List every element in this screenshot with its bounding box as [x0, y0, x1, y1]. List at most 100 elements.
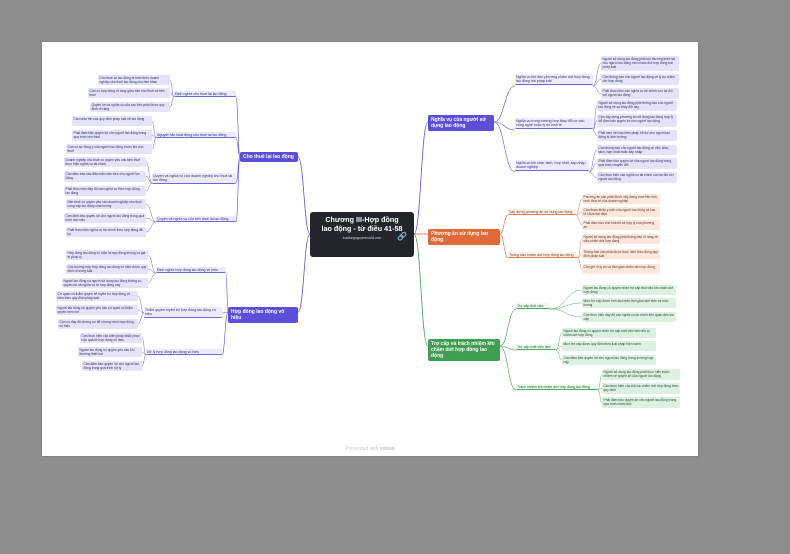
leaf-topic[interactable]: Các trường hợp hợp đồng lao động vô hiệu…: [66, 264, 148, 274]
branch-nghia-vu[interactable]: Nghĩa vụ của người sử dụng lao động: [428, 115, 494, 131]
connector-nghia_vu-sub-2: [493, 121, 516, 173]
leaf-topic[interactable]: Cần có đầy đủ chứng cứ để chứng minh hợp…: [58, 319, 138, 329]
leaf-topic[interactable]: Phải đảm bảo quyền lợi cho người lao độn…: [72, 130, 152, 141]
mindmap-canvas: Chương III-Hợp đồng lao động - từ điều 4…: [42, 42, 698, 456]
leaf-topic[interactable]: Doanh nghiệp cho thuê có quyền yêu cầu b…: [64, 157, 146, 167]
leaf-topic[interactable]: Người sử dụng lao động phải thực hiện tr…: [602, 369, 680, 380]
connector-cho_thue-2-leaf-0: [145, 161, 153, 184]
leaf-topic[interactable]: Phải đảm bảo quyền lợi cho người lao độn…: [602, 397, 680, 408]
leaf-topic[interactable]: Phải thực hiện nghĩa vụ tài chính theo h…: [66, 227, 146, 237]
connector-nghia_vu-1-leaf-2: [592, 129, 598, 136]
connector-nghia_vu-0-leaf-1: [592, 79, 602, 87]
leaf-topic[interactable]: Cần đảm bảo quyền lợi cho người lao động…: [64, 213, 146, 223]
subtopic[interactable]: Định nghĩa hợp đồng lao động vô hiệu: [156, 267, 226, 274]
connector-tro_cap-2-leaf-1: [597, 388, 603, 391]
subtopic[interactable]: Trách nhiệm khi chấm dứt hợp đồng lao độ…: [516, 384, 598, 391]
leaf-topic[interactable]: Phải xem xét các biện pháp hỗ trợ cho ng…: [597, 130, 677, 141]
leaf-topic[interactable]: Cần có hợp đồng rõ ràng giữa bên cho thu…: [88, 88, 170, 98]
connector-cho_thue-sub-3: [235, 156, 241, 223]
subtopic[interactable]: Nghĩa vụ khi đơn phương chấm dứt hợp đồn…: [515, 74, 593, 85]
subtopic[interactable]: Nghĩa vụ khi chia, tách, hợp nhất, sáp n…: [515, 160, 589, 171]
connector-cho_thue-sub-0: [235, 96, 241, 158]
leaf-topic[interactable]: Cần đảm bảo quyền lợi cho người lao động…: [562, 355, 656, 365]
leaf-topic[interactable]: Người sử dụng lao động phải bồi thường t…: [601, 56, 679, 71]
connector-cho_thue-1-leaf-0: [151, 120, 157, 139]
leaf-topic[interactable]: Cần thực hiện đầy đủ các nghĩa vụ tài ch…: [582, 312, 676, 322]
subtopic[interactable]: Quyền và nghĩa vụ của doanh nghiệp cho t…: [152, 173, 236, 184]
connector-hop_dong-1-leaf-2: [137, 312, 145, 325]
connector-hop_dong-0-leaf-1: [147, 268, 157, 274]
leaf-topic[interactable]: Phải thực hiện đầy đủ các nghĩa vụ theo …: [64, 186, 146, 196]
root-topic[interactable]: Chương III-Hợp đồng lao động - từ điều 4…: [310, 212, 414, 257]
leaf-topic[interactable]: Người sử dụng lao động phải thông báo rõ…: [582, 234, 660, 244]
leaf-topic[interactable]: Cần tham khảo ý kiến của người lao động …: [582, 207, 660, 217]
subtopic[interactable]: Xây dựng phương án sử dụng lao động: [508, 209, 576, 216]
branch-hop-dong[interactable]: Hợp đồng lao động vô hiệu: [228, 307, 298, 323]
connector-tro_cap-0-leaf-2: [549, 308, 583, 318]
leaf-topic[interactable]: Cho thuê lại lao động là hình thức doanh…: [98, 75, 170, 85]
subtopic[interactable]: Nguyên tắc hoạt động cho thuê lại lao độ…: [156, 132, 236, 139]
leaf-topic[interactable]: Cần thông báo cho người lao động về việc…: [597, 145, 677, 155]
branch-tro-cap[interactable]: Trợ cấp và trách nhiệm khi chấm dứt hợp …: [428, 339, 500, 361]
leaf-topic[interactable]: Phải thực hiện các nghĩa vụ tài chính cò…: [601, 88, 679, 99]
connector-cho_thue-0-leaf-0: [169, 79, 175, 98]
connector-nghia_vu-sub-1: [493, 121, 516, 131]
connector-hop_dong-1-leaf-0: [137, 295, 145, 314]
leaf-topic[interactable]: Cần có sự đồng ý của người lao động trướ…: [66, 144, 152, 154]
subtopic[interactable]: Thông báo chấm dứt hợp đồng lao động: [508, 252, 578, 259]
connector-tro_cap-2-leaf-2: [597, 389, 603, 403]
leaf-topic[interactable]: Cần thực hiện các biện pháp khắc phục hậ…: [80, 333, 142, 343]
leaf-topic[interactable]: Người lao động có quyền yêu cầu cơ quan …: [56, 305, 138, 315]
leaf-topic[interactable]: Phải đảm bảo quyền lợi của người lao độn…: [597, 158, 677, 169]
leaf-topic[interactable]: Phải đảm bảo tính khả thi và hợp lý của …: [582, 220, 660, 230]
leaf-topic[interactable]: Người lao động có quyền yêu cầu bồi thườ…: [78, 347, 142, 357]
subtopic[interactable]: Trợ cấp mất việc làm: [516, 344, 556, 351]
leaf-topic[interactable]: Cần xây dựng phương án sử dụng lao động …: [597, 114, 677, 127]
leaf-topic[interactable]: Cần thực hiện các thủ tục chấm dứt hợp đ…: [602, 383, 680, 394]
leaf-topic[interactable]: Cần đảm bảo các điều kiện làm việc cho n…: [64, 171, 146, 182]
leaf-topic[interactable]: Quyền lợi và nghĩa vụ của các bên phải đ…: [90, 102, 170, 112]
subtopic[interactable]: Xử lý hợp đồng lao động vô hiệu: [146, 349, 222, 356]
connector-cho_thue-1-leaf-2: [151, 137, 157, 150]
subtopic[interactable]: Nghĩa vụ trong trường hợp thay đổi cơ cấ…: [515, 118, 593, 129]
leaf-topic[interactable]: Người lao động và người sử dụng lao động…: [62, 278, 148, 288]
branch-cho-thue[interactable]: Cho thuê lại lao động: [240, 152, 298, 162]
leaf-topic[interactable]: Mức trợ cấp được tính dựa trên thời gian…: [582, 298, 676, 308]
connector-root-tro_cap: [413, 233, 429, 347]
leaf-topic[interactable]: Thông báo cần phải được thực hiện theo đ…: [582, 249, 660, 259]
footer-brand: xmind: [379, 446, 395, 452]
leaf-topic[interactable]: Cơ quan có thẩm quyền sẽ tuyên bố hợp đồ…: [56, 291, 138, 301]
subtopic[interactable]: Trợ cấp thôi việc: [516, 303, 550, 310]
leaf-topic[interactable]: Mức trợ cấp được quy định theo luật pháp…: [562, 341, 656, 351]
subtopic[interactable]: Thẩm quyền tuyên bố hợp đồng lao động vô…: [144, 307, 222, 318]
leaf-topic[interactable]: Cần tuân thủ các quy định pháp luật về l…: [72, 116, 152, 126]
root-title: Chương III-Hợp đồng lao động - từ điều 4…: [321, 215, 403, 233]
connector-tro_cap-sub-0: [499, 308, 517, 347]
leaf-topic[interactable]: Phương án cần phải được xây dựng dựa trê…: [582, 194, 660, 204]
connector-phuong_an-0-leaf-2: [575, 214, 583, 226]
branch-phuong-an[interactable]: Phương án sử dụng lao động: [428, 229, 500, 245]
connector-cho_thue-3-leaf-0: [145, 203, 157, 223]
leaf-topic[interactable]: Cần thông báo cho người lao động về lý d…: [601, 74, 679, 85]
leaf-topic[interactable]: Người lao động có quyền nhận trợ cấp thô…: [582, 285, 676, 295]
connector-nghia_vu-1-leaf-0: [592, 105, 598, 131]
leaf-topic[interactable]: Bên thuê có quyền yêu cầu doanh nghiệp c…: [66, 199, 146, 209]
leaf-topic[interactable]: Cần thực hiện các nghĩa vụ tài chính còn…: [597, 172, 677, 183]
subtopic[interactable]: Quyền và nghĩa vụ của bên thuê lại lao đ…: [156, 216, 236, 223]
connector-lines: [137, 63, 603, 403]
connector-cho_thue-3-leaf-1: [145, 217, 157, 223]
leaf-topic[interactable]: Cần ghi rõ lý do và thời gian chấm dứt h…: [582, 264, 660, 274]
connector-hop_dong-2-leaf-1: [141, 351, 147, 356]
connector-cho_thue-sub-1: [235, 137, 241, 158]
leaf-topic[interactable]: Người lao động có quyền nhận trợ cấp mất…: [562, 328, 656, 338]
connector-hop_dong-sub-1: [221, 311, 229, 314]
connector-nghia_vu-0-leaf-0: [592, 63, 602, 87]
connector-phuong_an-sub-1: [499, 233, 509, 259]
leaf-topic[interactable]: Cần đảm bảo quyền lợi cho người lao động…: [82, 361, 142, 371]
link-icon[interactable]: 🔗: [397, 232, 407, 241]
leaf-topic[interactable]: Hợp đồng lao động vô hiệu là hợp đồng kh…: [66, 250, 148, 260]
leaf-topic[interactable]: Người sử dụng lao động phải thông báo ch…: [597, 100, 677, 111]
connector-nghia_vu-2-leaf-2: [588, 171, 598, 178]
connector-nghia_vu-1-leaf-1: [592, 120, 598, 131]
subtopic[interactable]: Định nghĩa cho thuê lại lao động: [174, 91, 236, 98]
